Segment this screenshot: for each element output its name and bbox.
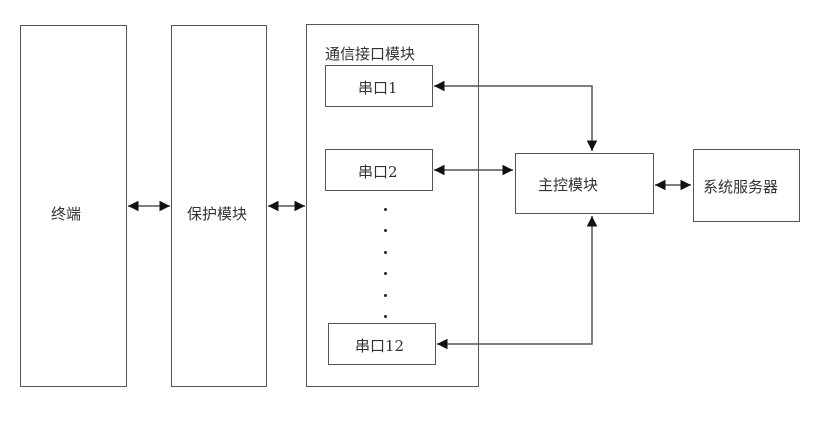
protection-module-label: 保护模块	[187, 205, 248, 223]
comm-interface-module-label: 通信接口模块	[325, 45, 416, 63]
arrow-port1-main	[434, 80, 598, 151]
ellipsis-dot	[384, 294, 387, 297]
port-12-label: 串口12	[355, 337, 405, 355]
port-2-box: 串口2	[325, 149, 433, 191]
port-1-label: 串口1	[358, 79, 398, 97]
main-control-module-label: 主控模块	[538, 176, 599, 194]
system-server-label: 系统服务器	[703, 178, 779, 196]
ellipsis-dot	[384, 208, 387, 211]
ellipsis-dot	[384, 272, 387, 275]
ellipsis-dot	[384, 251, 387, 254]
terminal-box: 终端	[20, 25, 127, 387]
port-12-box: 串口12	[328, 323, 436, 365]
port-2-label: 串口2	[358, 163, 398, 181]
ellipsis-dot	[384, 315, 387, 318]
protection-module-box: 保护模块	[171, 25, 267, 387]
arrow-port12-main	[437, 216, 598, 350]
main-control-module-box: 主控模块	[515, 153, 654, 214]
system-server-box: 系统服务器	[693, 149, 800, 222]
ellipsis-dot	[384, 229, 387, 232]
port-1-box: 串口1	[325, 65, 433, 107]
terminal-label: 终端	[51, 205, 82, 223]
